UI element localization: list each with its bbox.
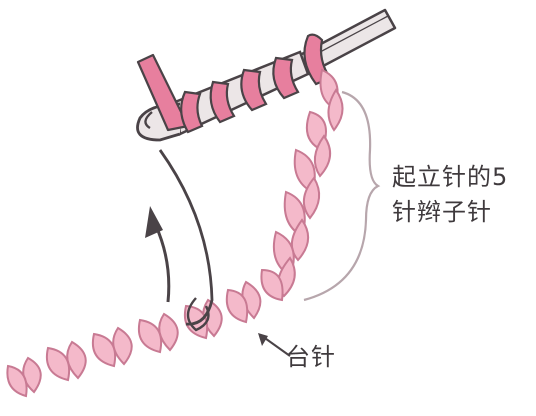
turning-chain-label-line2: 针辫子针 [392,196,492,228]
foundation-chain [7,270,282,396]
turning-chain [274,70,343,296]
working-yarn [160,150,212,330]
insertion-arrow-icon [145,206,169,302]
base-stitch-label: 台针 [286,341,336,373]
turning-chain-label-line1: 起立针的5 [392,161,508,193]
